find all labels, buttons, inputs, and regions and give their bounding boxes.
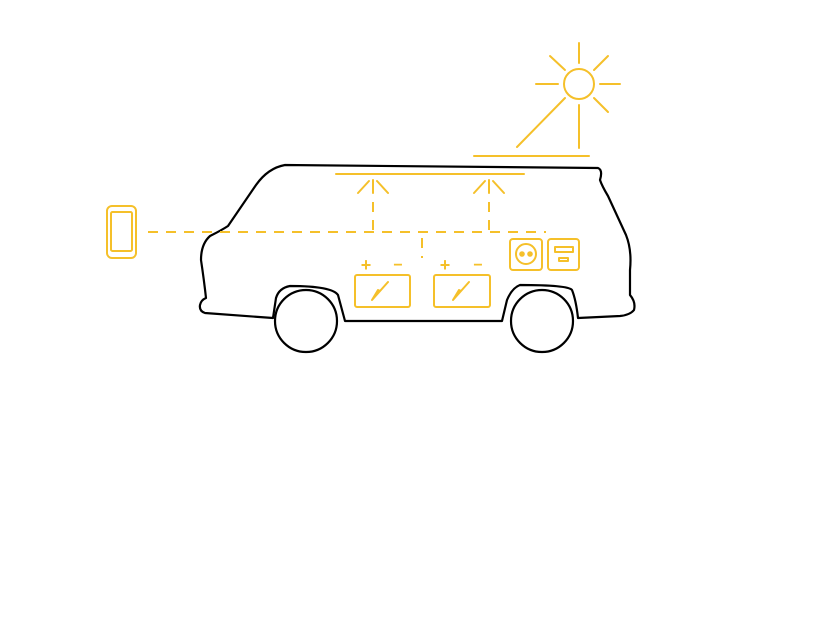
battery-icon [433,274,491,308]
battery-2-positive-terminal: + [440,255,451,275]
sun-icon [516,42,621,149]
rear-wheel [273,288,339,354]
battery-1-negative-terminal: − [393,257,402,274]
camper-van-icon [198,163,636,354]
usb-port-icon [547,238,580,271]
power-outlet-icon [509,238,543,271]
wiring-dashed [148,202,546,258]
smartphone-icon [106,205,137,259]
battery-2-negative-terminal: − [473,257,482,274]
solar-receiver-left-icon [357,179,389,194]
solar-receiver-right-icon [473,179,505,194]
battery-icon [354,274,411,308]
front-wheel [509,288,575,354]
battery-1-positive-terminal: + [361,255,372,275]
